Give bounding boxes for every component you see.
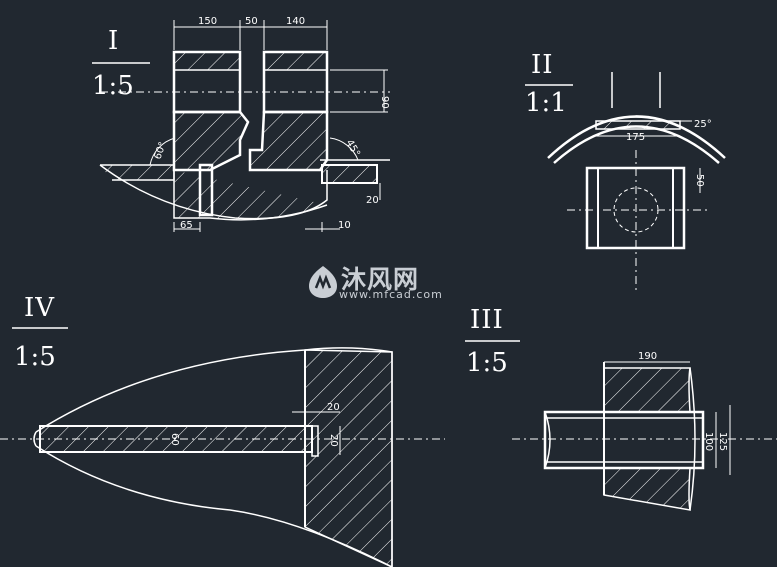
view-iii-dimensions: 190 100 125: [638, 351, 728, 451]
view-iii-label: III: [470, 305, 504, 335]
view-iv-dimensions: 20 60 20: [169, 402, 340, 447]
watermark-logo-icon: [309, 266, 337, 298]
dim-i-w-left: 150: [198, 16, 217, 27]
dim-iv-gap: 20: [327, 402, 340, 413]
dim-ii-angle: 25°: [694, 119, 712, 130]
view-ii-dimensions: 175 25° 50: [626, 119, 712, 187]
view-i-drawing: [99, 20, 390, 232]
dim-i-angle-right: 45°: [343, 138, 361, 159]
dim-iii-inner: 100: [703, 432, 714, 451]
view-ii-scale: 1:1: [525, 88, 567, 118]
dim-ii-height: 50: [694, 174, 705, 187]
watermark-url: www.mfcad.com: [339, 288, 443, 301]
view-i-scale: 1:5: [92, 71, 134, 101]
watermark-brand: 沐风网: [341, 265, 420, 294]
dim-i-w-mid: 50: [245, 16, 258, 27]
view-iv-drawing: [0, 347, 445, 567]
dim-iii-outer: 125: [717, 432, 728, 451]
view-i-label: I: [108, 26, 120, 56]
view-ii-drawing: [547, 72, 726, 292]
dim-i-h-right: 90: [379, 96, 390, 109]
dim-i-bottom-right: 10: [338, 220, 351, 231]
dim-iv-small: 20: [328, 434, 339, 447]
dim-ii-width: 175: [626, 132, 645, 143]
view-iii-drawing: [512, 361, 777, 511]
view-iv-label: IV: [24, 293, 56, 323]
dim-i-w-right: 140: [286, 16, 305, 27]
dim-i-angle-left: 60°: [152, 141, 168, 161]
dim-i-bottom-left: 65: [180, 220, 193, 231]
view-iii-scale: 1:5: [466, 348, 508, 378]
watermark: 沐风网 www.mfcad.com: [306, 262, 476, 302]
label-underlines: [12, 62, 573, 342]
view-ii-label: II: [531, 50, 554, 80]
dim-iv-thickness: 60: [169, 433, 180, 446]
dim-i-side-right: 20: [366, 195, 379, 206]
dim-iii-width: 190: [638, 351, 657, 362]
view-iv-scale: 1:5: [14, 342, 56, 372]
